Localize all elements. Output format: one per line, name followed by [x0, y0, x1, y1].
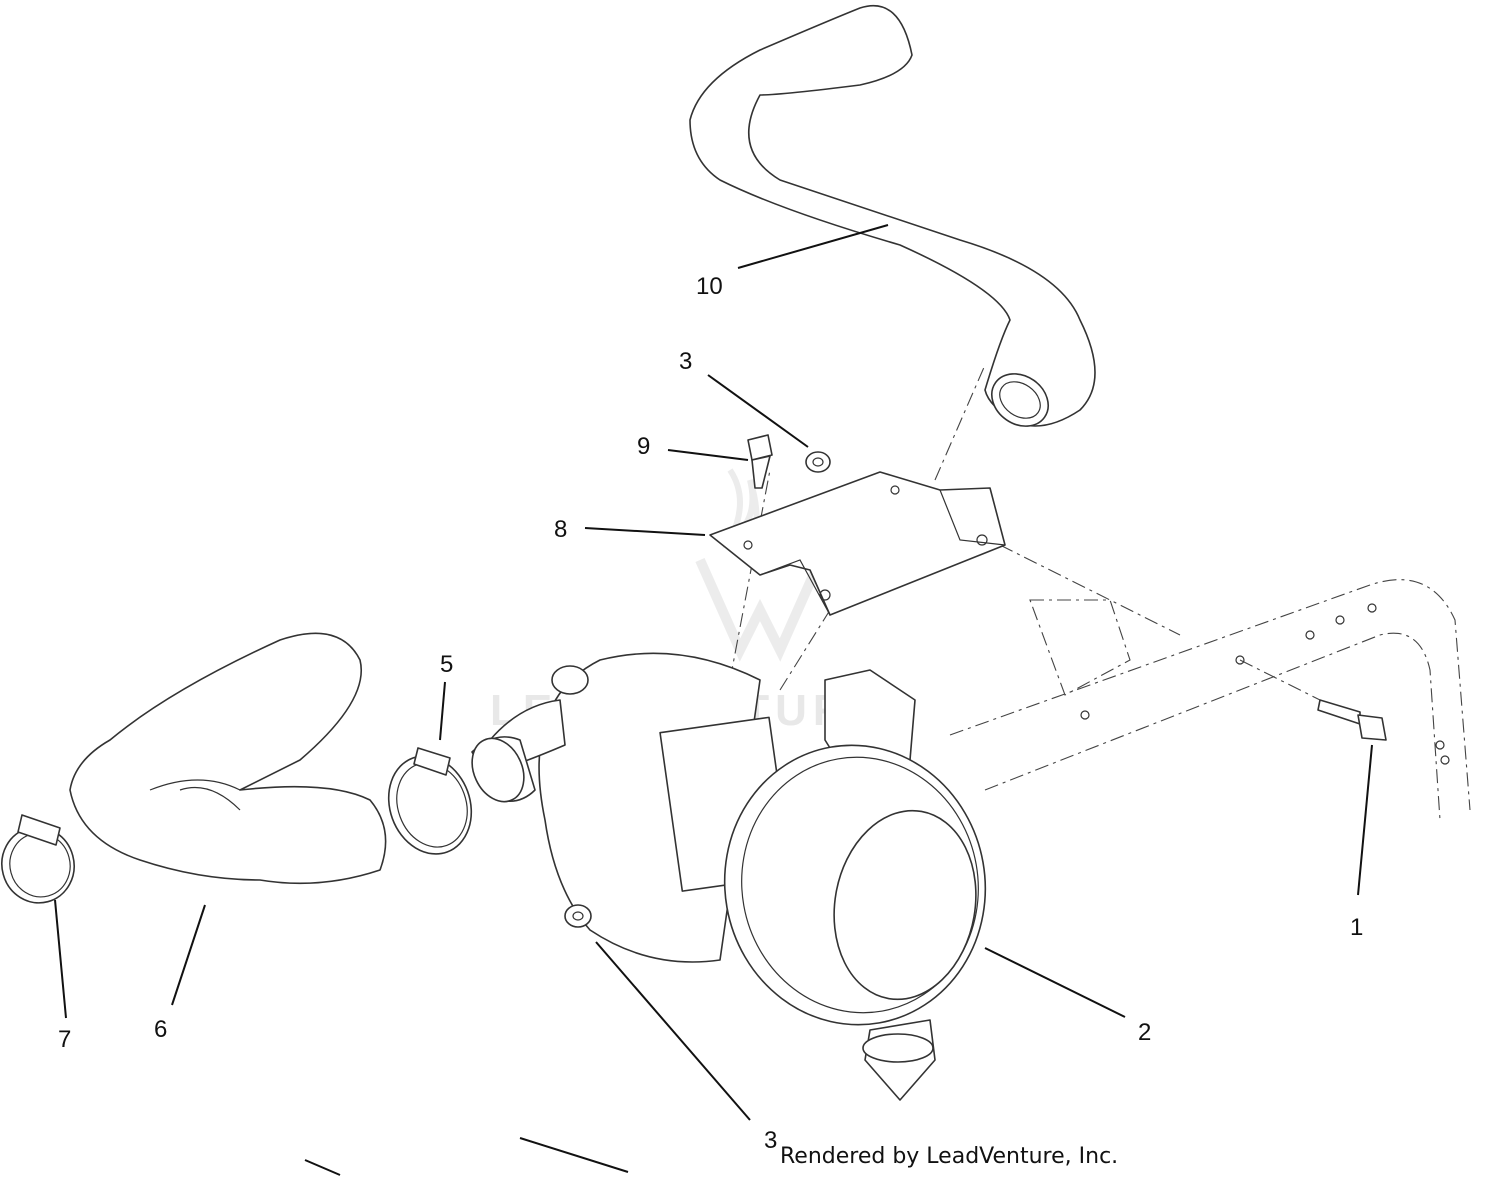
callout-6: 6 [154, 1016, 167, 1043]
callout-1: 1 [1350, 914, 1363, 941]
leader-lines [54, 224, 1373, 1176]
air-cleaner-assembly [489, 652, 987, 1101]
watermark-logo [695, 468, 825, 662]
lower-intake-hose [69, 632, 387, 885]
render-credit: Rendered by LeadVenture, Inc. [780, 1144, 1119, 1169]
hose-clamp-7 [1, 814, 75, 904]
callout-3-upper: 3 [679, 348, 692, 375]
callout-5: 5 [440, 651, 453, 678]
flange-nut-lower [564, 904, 592, 928]
callout-8: 8 [554, 516, 567, 543]
short-tube [471, 736, 536, 803]
bolt-1 [1317, 699, 1387, 741]
callout-7: 7 [58, 1026, 71, 1053]
callout-9: 9 [637, 433, 650, 460]
flange-nut-upper [805, 451, 831, 473]
callout-3-lower: 3 [764, 1127, 777, 1154]
upper-intake-tube [689, 4, 1096, 427]
callout-2: 2 [1138, 1019, 1151, 1046]
hose-clamp-5 [387, 747, 473, 855]
bolt-9 [747, 434, 773, 489]
callout-10: 10 [696, 273, 723, 300]
mounting-bracket [709, 471, 1006, 616]
